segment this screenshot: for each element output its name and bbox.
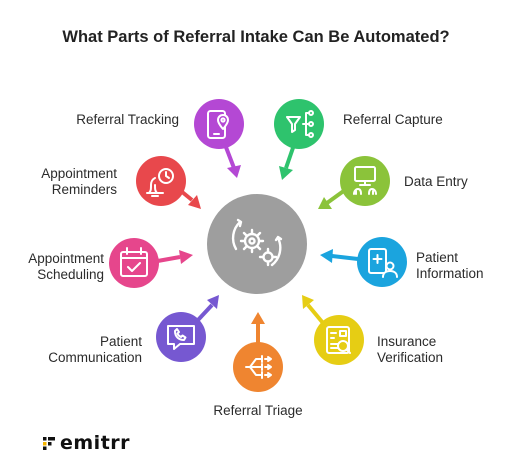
brand-logo: emitrr xyxy=(42,432,130,454)
phone-chat-icon xyxy=(167,325,195,350)
label-referral-capture: Referral Capture xyxy=(343,112,443,127)
arrow-data-entry xyxy=(318,188,347,209)
arrow-patient-communication xyxy=(196,295,219,322)
brand-name: emitrr xyxy=(60,432,131,454)
node-patient-information xyxy=(357,237,407,287)
computer-typing-icon xyxy=(353,166,377,195)
patient-card-icon xyxy=(368,248,398,278)
node-referral-capture xyxy=(274,99,324,149)
brand-mark-icon xyxy=(43,437,55,450)
node-appointment-scheduling xyxy=(109,238,159,288)
gears-cycle-icon xyxy=(231,218,283,267)
triage-flow-icon xyxy=(245,355,272,379)
arrow-patient-information xyxy=(320,249,359,263)
funnel-network-icon xyxy=(286,110,314,138)
smartphone-location-icon xyxy=(207,110,229,139)
label-referral-tracking: Referral Tracking xyxy=(76,112,179,127)
diagram-title: What Parts of Referral Intake Can Be Aut… xyxy=(62,28,450,46)
node-insurance-verification xyxy=(314,315,364,365)
arrow-insurance-verification xyxy=(302,295,325,325)
label-data-entry: Data Entry xyxy=(404,174,468,189)
bell-clock-icon xyxy=(146,168,174,197)
arrow-referral-triage xyxy=(251,312,265,343)
calendar-check-icon xyxy=(120,247,148,277)
insurance-document-icon xyxy=(326,326,351,354)
label-referral-triage: Referral Triage xyxy=(213,403,303,418)
